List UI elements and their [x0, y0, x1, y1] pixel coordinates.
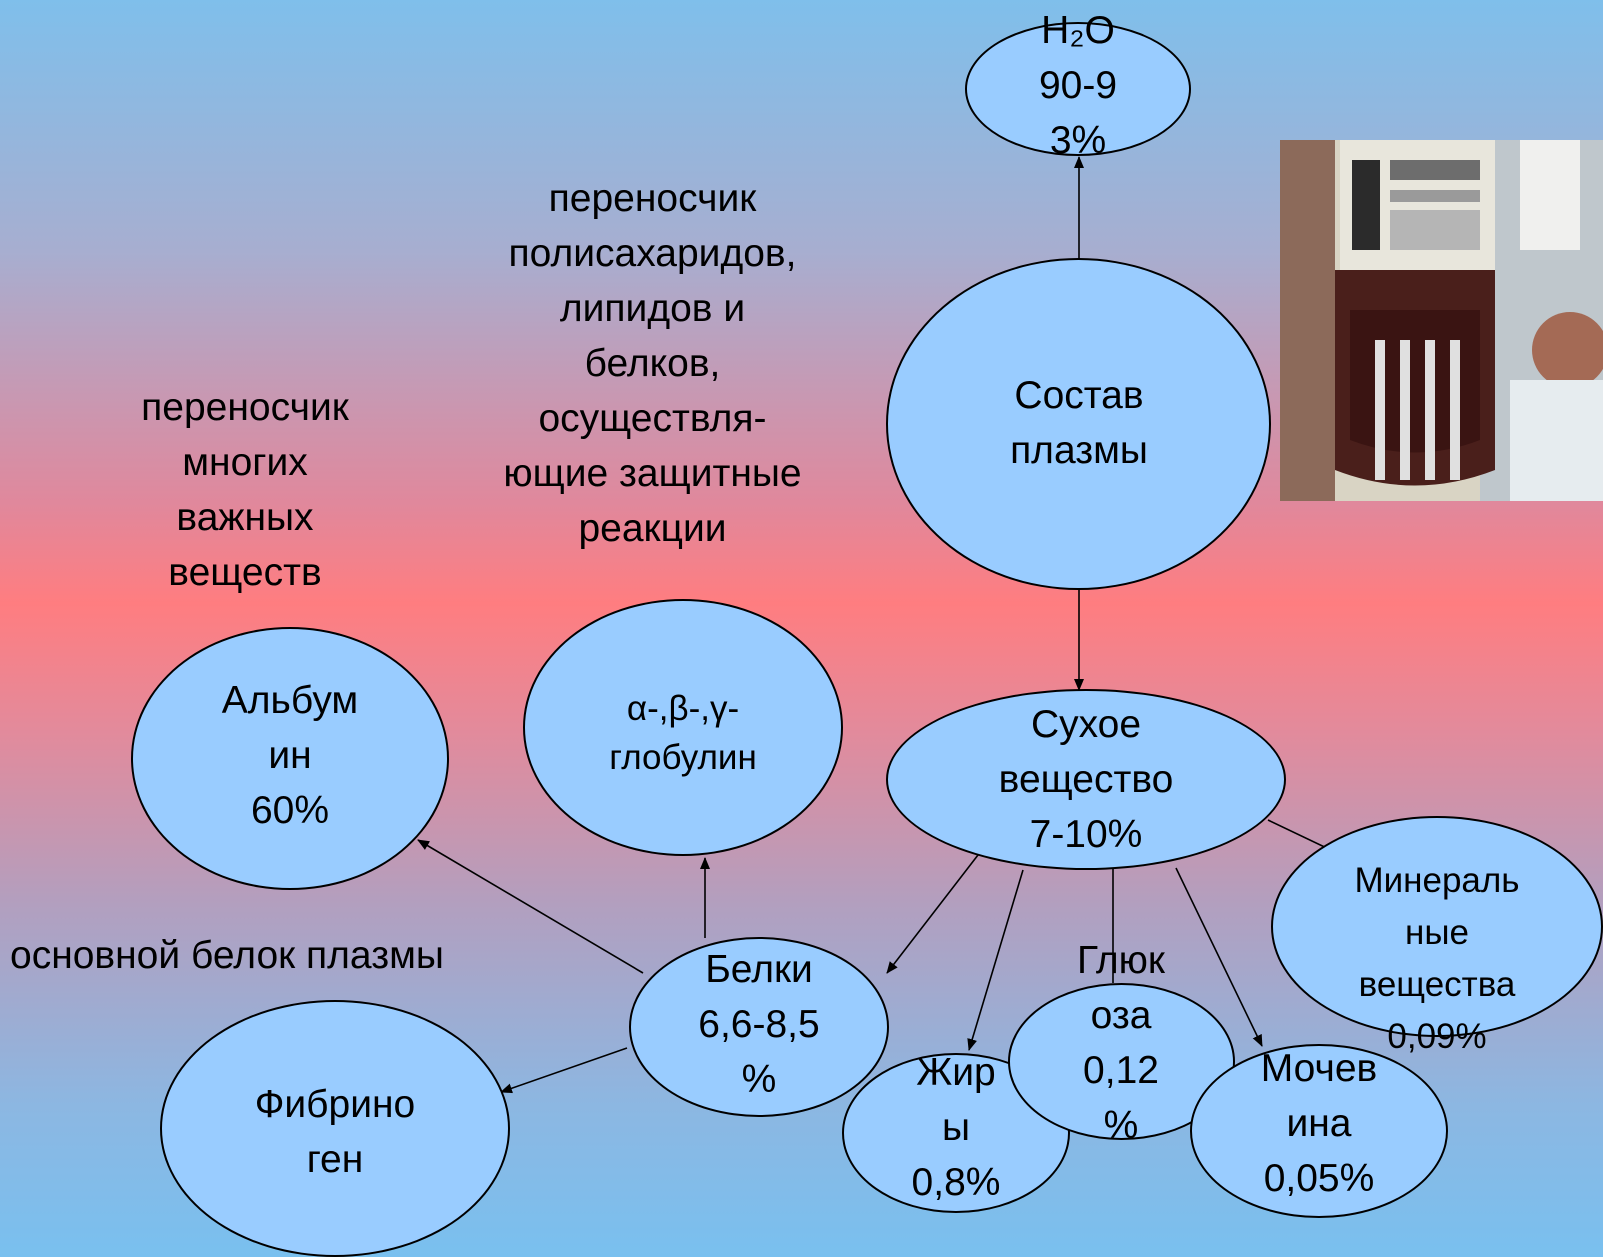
blood-bags-photo — [1280, 140, 1603, 501]
node-urea — [1190, 1044, 1448, 1218]
arrow-dry-to-urea — [1175, 867, 1263, 1047]
arrow-proteins-to-fibrinogen — [500, 1047, 628, 1094]
label-globulin: α-,β-,γ- глобулин — [609, 689, 757, 777]
note-albumin: переносчик многих важных веществ — [141, 386, 349, 594]
note-fibrinogen: основной белок плазмы — [10, 934, 444, 977]
label-dry-matter: Сухое вещество 7-10% — [998, 703, 1174, 856]
arrow-proteins-to-albumin — [417, 839, 644, 974]
node-dry-matter — [886, 689, 1286, 870]
label-urea: Мочев ина 0,05% — [1260, 1047, 1378, 1200]
arrow-dry-to-proteins — [886, 854, 979, 974]
arrow-dry-to-fats — [967, 869, 1024, 1051]
node-minerals — [1271, 816, 1603, 1037]
label-albumin: Альбум ин 60% — [221, 679, 359, 832]
label-minerals: Минераль ные вещества 0,09% — [1354, 861, 1520, 1056]
label-fibrinogen: Фибрино ген — [254, 1083, 416, 1181]
node-albumin — [131, 627, 449, 890]
note-globulin: переносчик полисахаридов, липидов и белк… — [503, 177, 802, 550]
node-globulin — [523, 599, 843, 856]
label-plasma: Состав плазмы — [1010, 374, 1148, 472]
node-fibrinogen — [160, 1000, 510, 1257]
label-fats: Жир ы 0,8% — [911, 1051, 1001, 1204]
label-water: H₂O 90-9 3% — [1038, 9, 1118, 162]
node-proteins — [629, 937, 889, 1117]
node-water — [965, 22, 1191, 156]
label-glucose: Глюк оза 0,12 % — [1077, 939, 1165, 1147]
label-proteins: Белки 6,6-8,5 % — [698, 948, 820, 1101]
node-plasma — [886, 258, 1271, 590]
